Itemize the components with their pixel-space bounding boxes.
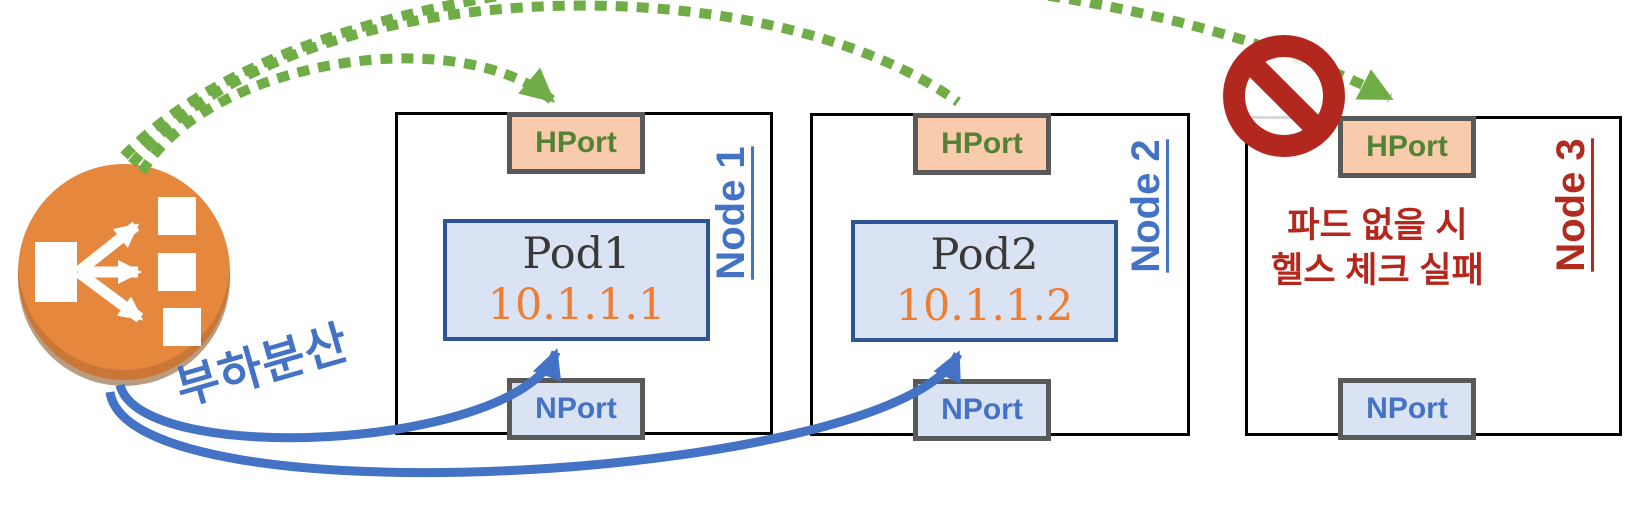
node1-hport-label: HPort	[535, 126, 617, 159]
node1-hport-box: HPort	[507, 112, 645, 174]
node3-hport-box: HPort	[1338, 116, 1476, 178]
node2-pod-name: Pod2	[930, 230, 1039, 281]
node3-nport-box: NPort	[1338, 378, 1476, 440]
warning-line2: 헬스 체크 실패	[1271, 250, 1484, 290]
node3-health-check-warning: 파드 없을 시 헬스 체크 실패	[1260, 204, 1495, 294]
node2-pod-ip: 10.1.1.2	[895, 281, 1074, 331]
load-balancer-icon	[18, 164, 230, 380]
node2-nport-label: NPort	[941, 393, 1023, 426]
node2-hport-label: HPort	[941, 127, 1023, 160]
node3-title: Node 3	[1549, 138, 1593, 272]
node1-nport-label: NPort	[535, 392, 617, 425]
node3-hport-label: HPort	[1366, 130, 1448, 163]
node2-hport-box: HPort	[913, 113, 1051, 175]
node3-nport-label: NPort	[1366, 392, 1448, 425]
node1-pod-box: Pod1 10.1.1.1	[443, 219, 710, 341]
node1-pod-ip: 10.1.1.1	[487, 280, 666, 330]
node1-nport-box: NPort	[507, 378, 645, 440]
load-balancer-glyph	[35, 197, 201, 346]
node1-box: HPort Pod1 10.1.1.1 NPort Node 1	[395, 112, 773, 440]
node1-title: Node 1	[709, 146, 753, 280]
node2-pod-box: Pod2 10.1.1.2	[851, 220, 1118, 342]
node1-pod-name: Pod1	[522, 229, 631, 280]
node2-box: HPort Pod2 10.1.1.2 NPort Node 2	[810, 113, 1190, 441]
node3-box: HPort 파드 없을 시 헬스 체크 실패 NPort Node 3	[1245, 116, 1622, 440]
node2-nport-box: NPort	[913, 379, 1051, 441]
warning-line1: 파드 없을 시	[1287, 206, 1468, 245]
node2-title: Node 2	[1124, 139, 1168, 273]
